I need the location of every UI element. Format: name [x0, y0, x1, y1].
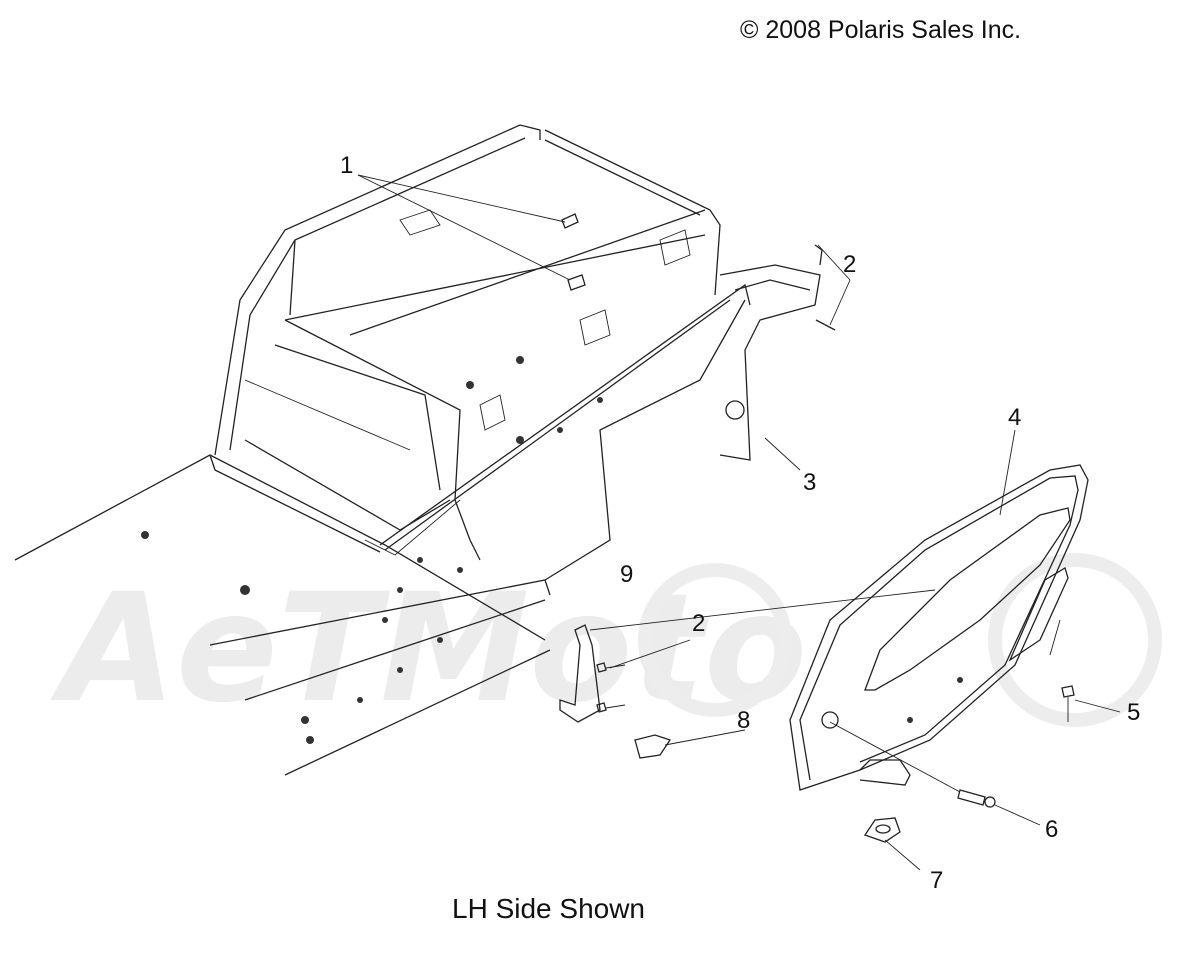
bolt-1 — [561, 213, 586, 291]
watermark: AeTMoto — [50, 553, 1162, 736]
bracket-3 — [719, 244, 836, 461]
rivet-5 — [1061, 685, 1075, 722]
callout-5: 5 — [1127, 699, 1140, 726]
frame-holes — [141, 356, 603, 744]
callout-1: 1 — [340, 152, 353, 179]
side-panel-4 — [789, 464, 1089, 791]
callout-labels: 1 2 3 4 9 2 8 5 6 7 — [340, 152, 1140, 894]
callout-9: 9 — [620, 561, 633, 588]
callout-2-lower: 2 — [692, 610, 705, 637]
diagram-caption: LH Side Shown — [452, 893, 646, 924]
bolt-6 — [957, 789, 996, 808]
copyright-notice: © 2008 Polaris Sales Inc. — [740, 16, 1022, 44]
bracket-9 — [559, 624, 601, 723]
clip-7 — [863, 817, 901, 843]
callout-2-upper: 2 — [843, 251, 856, 278]
callout-4: 4 — [1008, 404, 1021, 431]
callout-6: 6 — [1045, 816, 1058, 843]
storage-box — [214, 124, 721, 531]
callout-3: 3 — [803, 469, 816, 496]
pad-8 — [634, 734, 672, 759]
tunnel-frame — [14, 283, 751, 776]
callout-8: 8 — [737, 707, 750, 734]
leader-lines — [357, 174, 1121, 871]
callout-7: 7 — [930, 867, 943, 894]
